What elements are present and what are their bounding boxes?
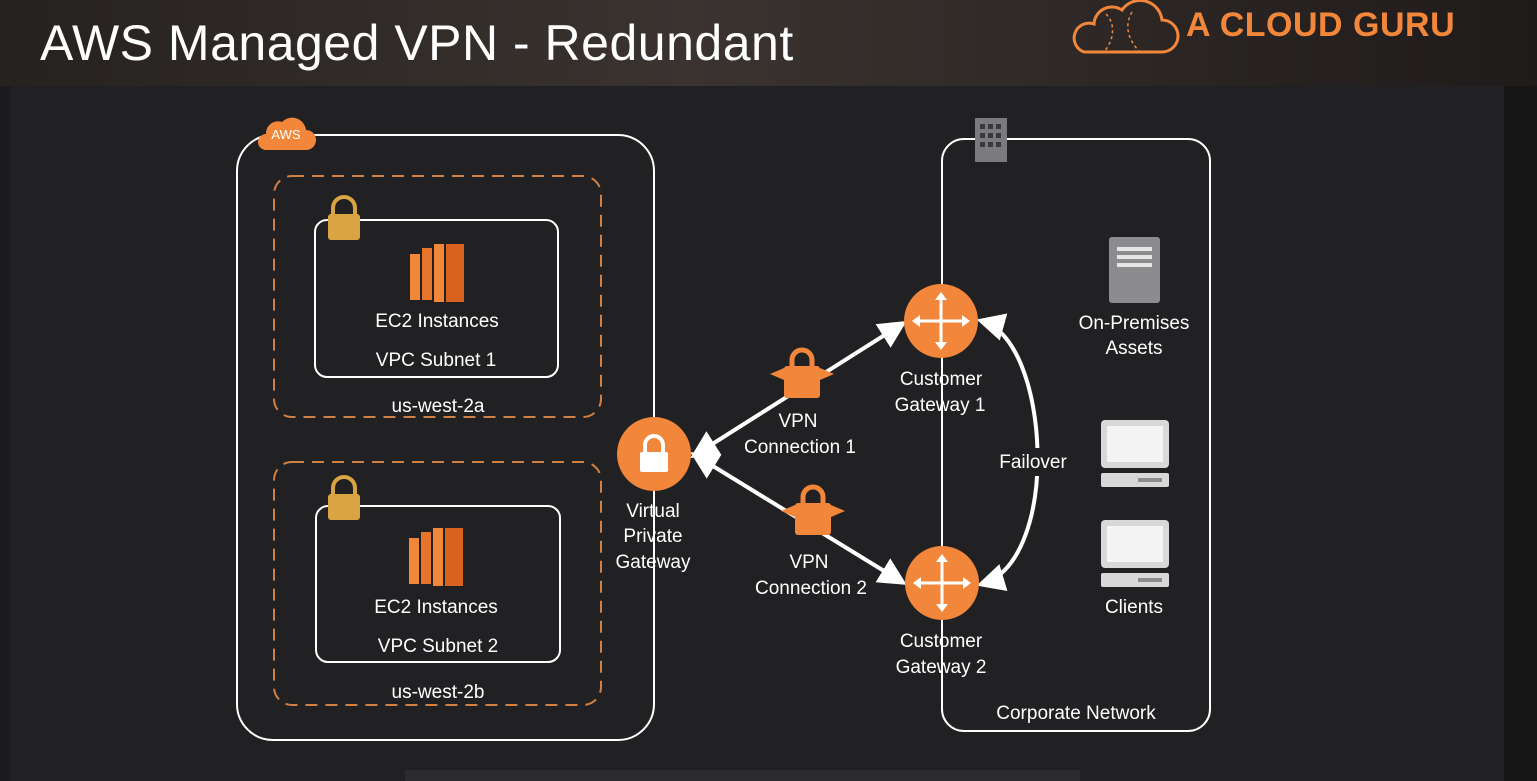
subnet-lock-icon — [328, 195, 360, 240]
aws-cloud-icon — [258, 117, 316, 150]
failover-label: Failover — [999, 452, 1067, 473]
vpg-label-line3: Gateway — [615, 552, 691, 573]
cloud-logo-icon — [1072, 0, 1180, 54]
vpc-subnet-1-box — [314, 219, 559, 378]
on-premises-line1: On-Premises — [1078, 313, 1190, 334]
vpn-connection-2-line2: Connection 2 — [755, 578, 867, 599]
vpn-lock-icon — [781, 484, 845, 535]
vpc-subnet-2-label: VPC Subnet 2 — [377, 636, 499, 657]
customer-gateway-router-icon — [904, 284, 978, 358]
desktop-computer-icon — [1101, 420, 1169, 487]
aws-badge-label: AWS — [271, 127, 301, 142]
customer-gateway-2-line2: Gateway 2 — [895, 657, 987, 678]
ec2-instances-label: EC2 Instances — [374, 597, 498, 618]
virtual-private-gateway-icon — [617, 417, 691, 491]
ec2-instances-icon — [409, 528, 463, 586]
az-zone-b — [273, 461, 602, 706]
clients-label: Clients — [1104, 597, 1164, 618]
bottom-bar — [405, 770, 1080, 781]
right-edge — [1504, 86, 1537, 781]
customer-gateway-router-icon — [905, 546, 979, 620]
customer-gateway-1-line2: Gateway 1 — [894, 395, 986, 416]
customer-gateway-1-line1: Customer — [899, 369, 983, 390]
building-icon — [975, 118, 1007, 162]
title-bar: AWS Managed VPN - Redundant A CLOUD GURU — [0, 0, 1537, 86]
vpn-connection-2-line1: VPN — [789, 552, 829, 573]
corporate-network-label: Corporate Network — [996, 703, 1156, 724]
ec2-instances-icon — [410, 244, 464, 302]
vpn-lock-icon — [770, 347, 834, 398]
az-b-label: us-west-2b — [391, 682, 485, 703]
server-icon — [1109, 237, 1160, 303]
az-zone-a — [273, 175, 602, 418]
slide-title: AWS Managed VPN - Redundant — [40, 15, 794, 71]
vpg-label-line2: Private — [623, 526, 683, 547]
vpn-connection-1-line1: VPN — [778, 411, 818, 432]
subnet-lock-icon — [328, 475, 360, 520]
vpg-label-line1: Virtual — [626, 501, 680, 522]
corporate-network-boundary — [941, 138, 1211, 732]
desktop-computer-icon — [1101, 520, 1169, 587]
vpc-subnet-1-label: VPC Subnet 1 — [375, 350, 497, 371]
on-premises-line2: Assets — [1105, 338, 1163, 359]
vpc-subnet-2-box — [315, 505, 561, 663]
brand-name: A CLOUD GURU — [1186, 6, 1456, 44]
failover-label-bg — [992, 448, 1074, 476]
ec2-instances-label: EC2 Instances — [375, 311, 499, 332]
customer-gateway-2-line1: Customer — [899, 631, 983, 652]
vpn-connection-1-line2: Connection 1 — [744, 437, 856, 458]
az-a-label: us-west-2a — [391, 396, 485, 417]
brand-logo: A CLOUD GURU — [1066, 0, 1486, 62]
